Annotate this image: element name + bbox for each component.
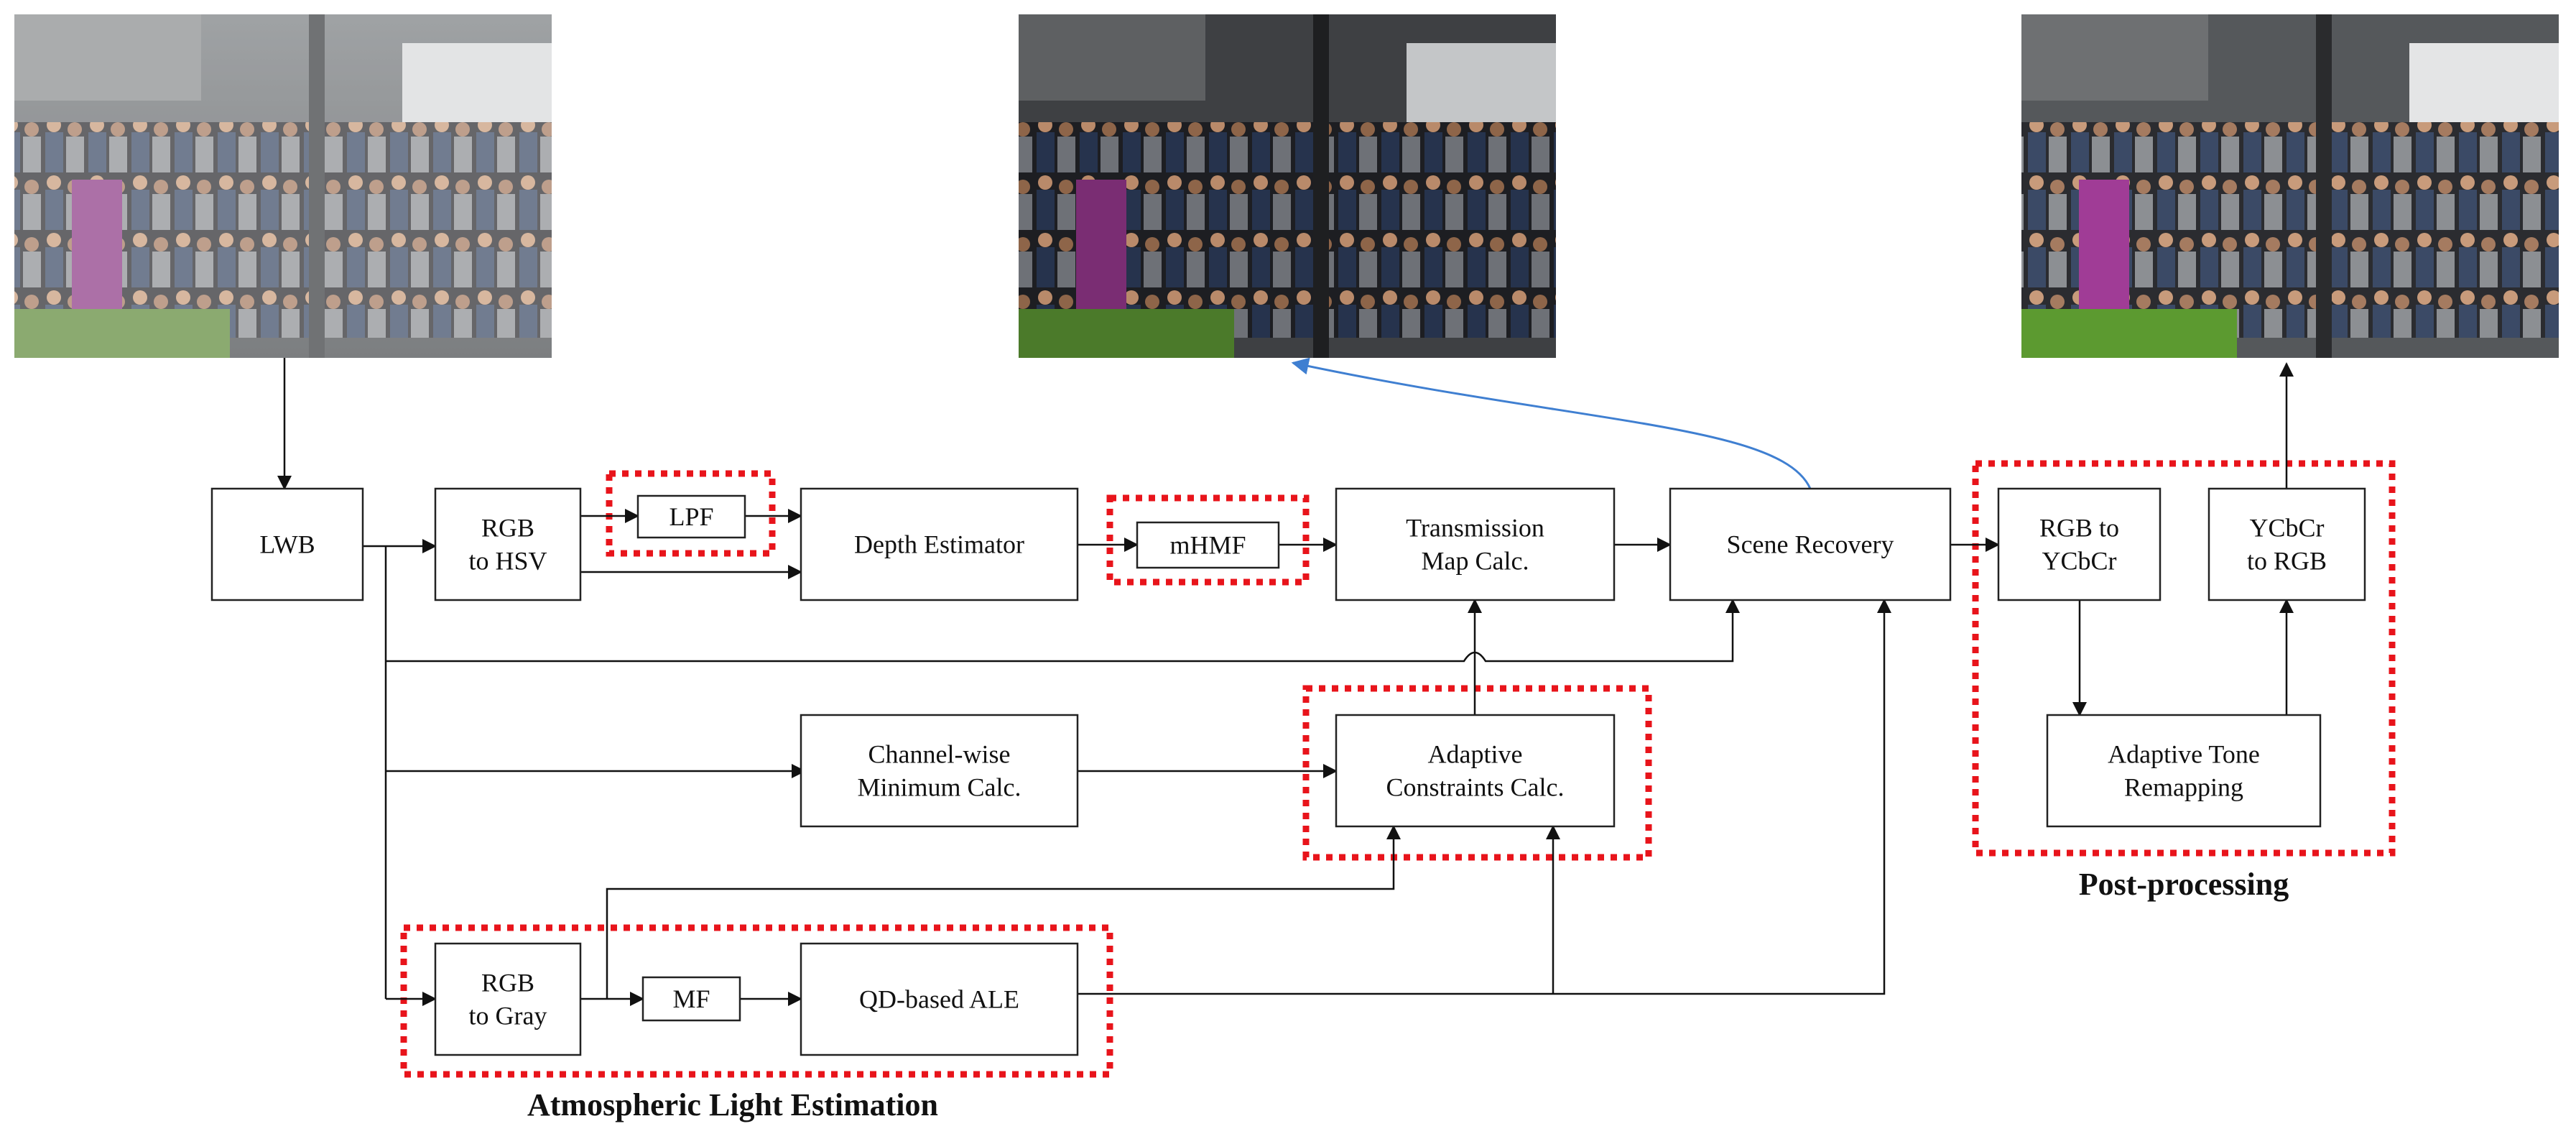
input-photo — [14, 14, 552, 358]
transmission-map-label: Transmission — [1406, 514, 1544, 543]
mhmf-label: mHMF — [1169, 531, 1246, 560]
rgb-to-ycbcr-block: RGB to YCbCr — [1997, 487, 2162, 601]
adaptive-tone-label: Remapping — [2124, 773, 2243, 802]
ycbcr-to-rgb-block: YCbCr to RGB — [2207, 487, 2366, 601]
adaptive-constraints-label: Adaptive — [1428, 740, 1523, 769]
intermediate-photo — [1019, 14, 1556, 358]
rgb-to-gray-label: to Gray — [469, 1002, 547, 1030]
channel-min-label: Channel-wise — [868, 740, 1011, 769]
lwb-block: LWB — [210, 487, 364, 601]
rgb-to-ycbcr-label: YCbCr — [2042, 547, 2116, 576]
lpf-block: LPF — [636, 494, 746, 539]
lpf-label: LPF — [669, 502, 713, 531]
rgb-to-hsv-block: RGB to HSV — [434, 487, 582, 601]
qd-ale-label: QD-based ALE — [859, 985, 1019, 1014]
depth-estimator-label: Depth Estimator — [854, 530, 1024, 559]
qd-ale-block: QD-based ALE — [800, 942, 1079, 1056]
mhmf-group-border — [1106, 494, 1310, 586]
scene-recovery-label: Scene Recovery — [1727, 530, 1894, 559]
post-processing-label: Post-processing — [2079, 867, 2289, 902]
adaptive-tone-label: Adaptive Tone — [2108, 740, 2260, 769]
rgb-to-hsv-label: to HSV — [468, 547, 547, 576]
connections — [277, 357, 2294, 1006]
rgb-to-gray-label: RGB — [481, 969, 534, 997]
channel-min-label: Minimum Calc. — [858, 773, 1021, 802]
ycbcr-to-rgb-label: to RGB — [2247, 547, 2327, 576]
rgb-to-gray-block: RGB to Gray — [434, 942, 582, 1056]
mf-block: MF — [641, 976, 741, 1022]
post-processing-group-border — [1972, 460, 2396, 857]
rgb-to-hsv-label: RGB — [481, 514, 534, 543]
atmospheric-light-estimation-label: Atmospheric Light Estimation — [527, 1087, 938, 1122]
atmospheric-light-group-border — [400, 924, 1113, 1078]
rgb-to-ycbcr-label: RGB to — [2039, 514, 2119, 543]
adaptive-constraints-group-border — [1302, 685, 1652, 861]
mf-label: MF — [672, 984, 710, 1013]
mhmf-block: mHMF — [1136, 521, 1280, 569]
output-photo — [2021, 14, 2559, 358]
ycbcr-to-rgb-label: YCbCr — [2249, 514, 2324, 543]
lwb-label: LWB — [259, 530, 315, 559]
lpf-group-border — [606, 470, 776, 557]
scene-recovery-block: Scene Recovery — [1669, 487, 1952, 601]
depth-estimator-block: Depth Estimator — [800, 487, 1079, 601]
adaptive-constraints-label: Constraints Calc. — [1386, 773, 1565, 802]
transmission-map-label: Map Calc. — [1422, 547, 1529, 576]
